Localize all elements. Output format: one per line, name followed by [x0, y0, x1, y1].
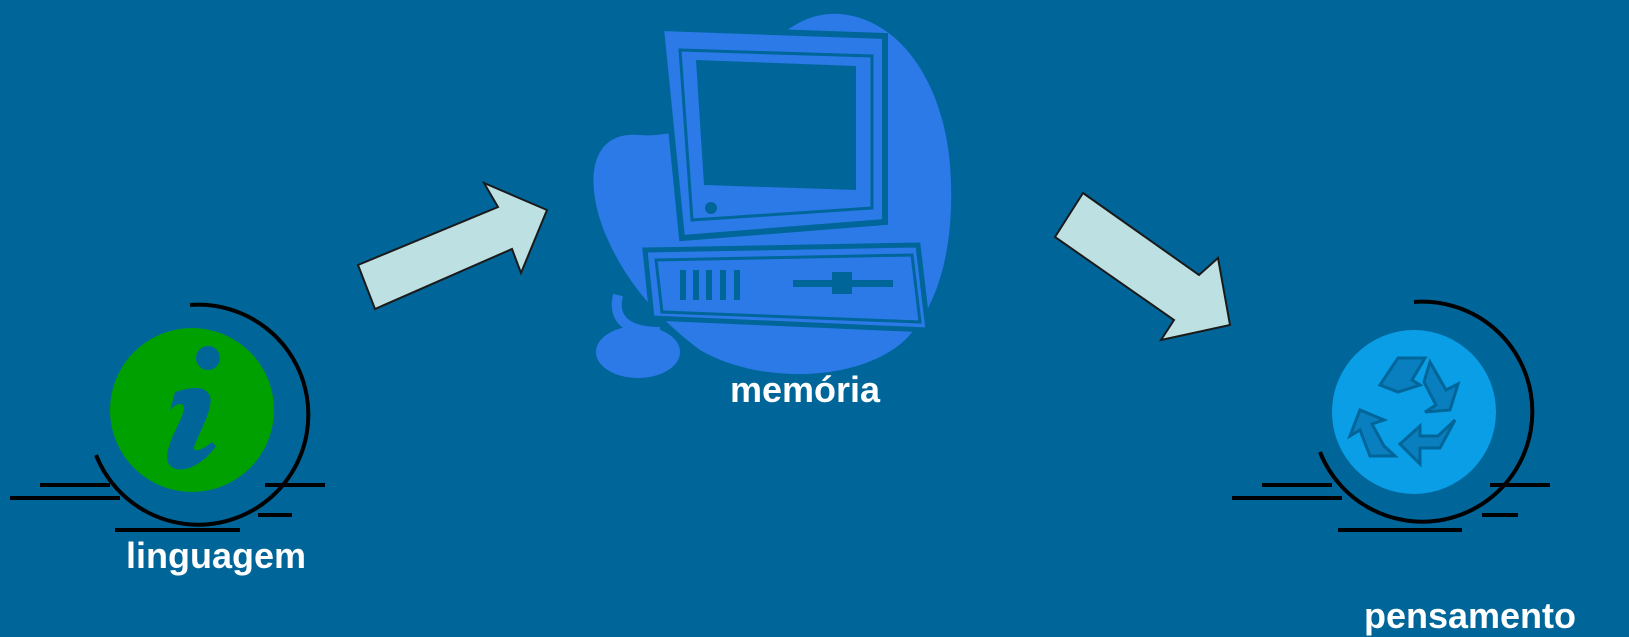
recycle-circle — [1332, 330, 1496, 494]
computer-mouse — [596, 326, 680, 378]
node-label-pensamento: pensamento — [1340, 598, 1600, 634]
node-label-memoria: memória — [685, 372, 925, 408]
computer-screen — [696, 60, 856, 190]
node-label-linguagem: linguagem — [86, 538, 346, 574]
info-dot — [196, 346, 220, 370]
